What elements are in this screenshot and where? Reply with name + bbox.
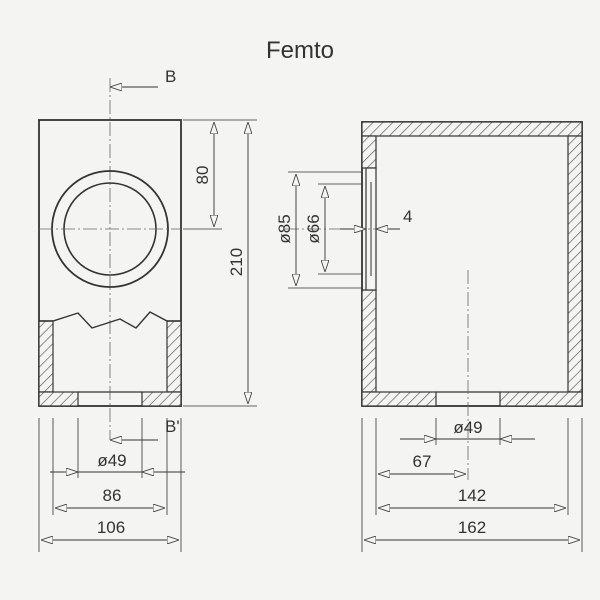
section-right-wall: [567, 135, 583, 393]
front-left-wall-hatch: [38, 320, 54, 393]
dim-85-label: ø85: [275, 214, 294, 243]
section-outline: [361, 121, 583, 407]
dim-67-label: 67: [413, 452, 432, 471]
drawing-title: Femto: [266, 37, 334, 64]
front-bottom-hatch-left: [38, 391, 79, 407]
dim-80-label: 80: [193, 166, 212, 185]
front-bottom-hatch-right: [141, 391, 182, 407]
section-bottom-wall-right: [499, 391, 583, 407]
dim-142-label: 142: [458, 486, 486, 505]
section-top-wall: [361, 121, 583, 137]
section-label-b: B: [165, 67, 176, 86]
dim-162-label: 162: [458, 518, 486, 537]
section-label-b-prime: B': [165, 417, 180, 436]
dim-66-label: ø66: [304, 214, 323, 243]
section-left-wall-upper: [361, 135, 377, 169]
dim-4-label: 4: [403, 207, 412, 226]
front-view: B B' 80 210: [38, 67, 257, 552]
section-left-wall-lower: [361, 289, 377, 393]
section-view: ø85 ø66 4 ø49 67 142 162: [275, 121, 583, 552]
front-outline: [38, 119, 182, 407]
dim-49-right-label: ø49: [453, 418, 482, 437]
front-right-wall-hatch: [166, 320, 182, 393]
dim-49-left-label: ø49: [97, 451, 126, 470]
dim-106-label: 106: [97, 518, 125, 537]
dim-210-label: 210: [227, 248, 246, 276]
dim-86-label: 86: [103, 486, 122, 505]
break-line: [39, 311, 181, 329]
section-bottom-wall-left: [361, 391, 437, 407]
